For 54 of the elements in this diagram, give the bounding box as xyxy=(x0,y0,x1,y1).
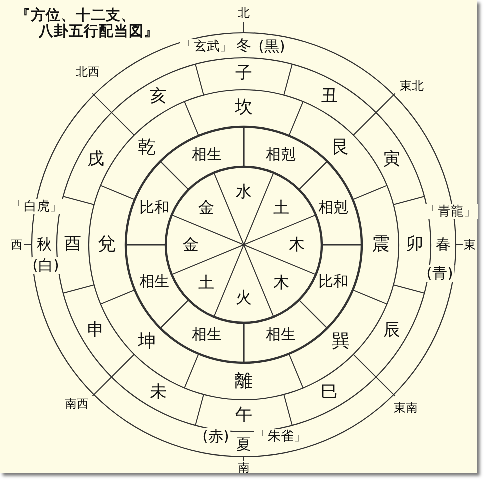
branch-label: 申 xyxy=(87,322,104,339)
relation-label: 相剋 xyxy=(318,200,349,216)
branch-label: 寅 xyxy=(384,151,401,168)
branch-label: 午 xyxy=(236,408,252,424)
guardian-beast-label: 「青龍」 xyxy=(424,204,478,220)
diagram-title: 『方位、十二支、八卦五行配当図』 xyxy=(16,8,159,40)
direction-label: 西 xyxy=(11,239,23,251)
element-label: 火 xyxy=(236,290,252,306)
color-label: (白) xyxy=(32,258,60,274)
element-label: 水 xyxy=(236,184,252,200)
branch-label: 丑 xyxy=(321,88,338,106)
relation-label: 比和 xyxy=(139,200,170,216)
trigram-label: 坎 xyxy=(235,99,253,117)
color-label: (赤) xyxy=(202,428,230,446)
branch-label: 戌 xyxy=(87,151,104,168)
color-label: (青) xyxy=(426,266,454,282)
branch-label: 巳 xyxy=(321,384,338,402)
branch-label: 未 xyxy=(150,384,167,402)
direction-label: 東 xyxy=(464,239,476,251)
trigram-label: 巽 xyxy=(332,332,350,351)
branch-label: 子 xyxy=(236,66,252,82)
element-label: 木 xyxy=(274,274,290,290)
trigram-label: 離 xyxy=(235,373,253,391)
season-label: 春 xyxy=(435,236,452,254)
color-label: (黒) xyxy=(258,38,286,56)
element-label: 土 xyxy=(274,200,290,216)
trigram-label: 兌 xyxy=(98,236,116,254)
season-label: 冬 xyxy=(236,37,252,54)
direction-label: 北 xyxy=(238,7,250,19)
relation-label: 相生 xyxy=(139,274,170,290)
trigram-label: 乾 xyxy=(138,139,156,158)
element-label: 木 xyxy=(289,237,305,253)
direction-label: 北西 xyxy=(76,66,100,78)
direction-label: 東北 xyxy=(400,80,424,92)
direction-label: 南 xyxy=(238,462,250,474)
trigram-label: 震 xyxy=(372,236,390,254)
trigram-label: 艮 xyxy=(332,139,350,158)
relation-label: 比和 xyxy=(318,274,349,290)
relation-label: 相生 xyxy=(266,327,296,342)
branch-label: 亥 xyxy=(150,88,167,106)
branch-label: 酉 xyxy=(64,236,82,254)
relation-label: 相生 xyxy=(192,148,222,163)
relation-label: 相生 xyxy=(192,327,222,342)
direction-label: 南西 xyxy=(65,398,89,410)
element-label: 金 xyxy=(183,237,199,253)
season-label: 秋 xyxy=(36,236,53,254)
direction-label: 東南 xyxy=(394,402,418,414)
trigram-label: 坤 xyxy=(138,332,156,351)
element-label: 金 xyxy=(198,200,214,216)
branch-label: 辰 xyxy=(384,322,401,339)
branch-label: 卯 xyxy=(406,236,424,254)
element-label: 土 xyxy=(198,274,214,290)
relation-label: 相剋 xyxy=(266,148,296,163)
season-label: 夏 xyxy=(236,436,252,453)
